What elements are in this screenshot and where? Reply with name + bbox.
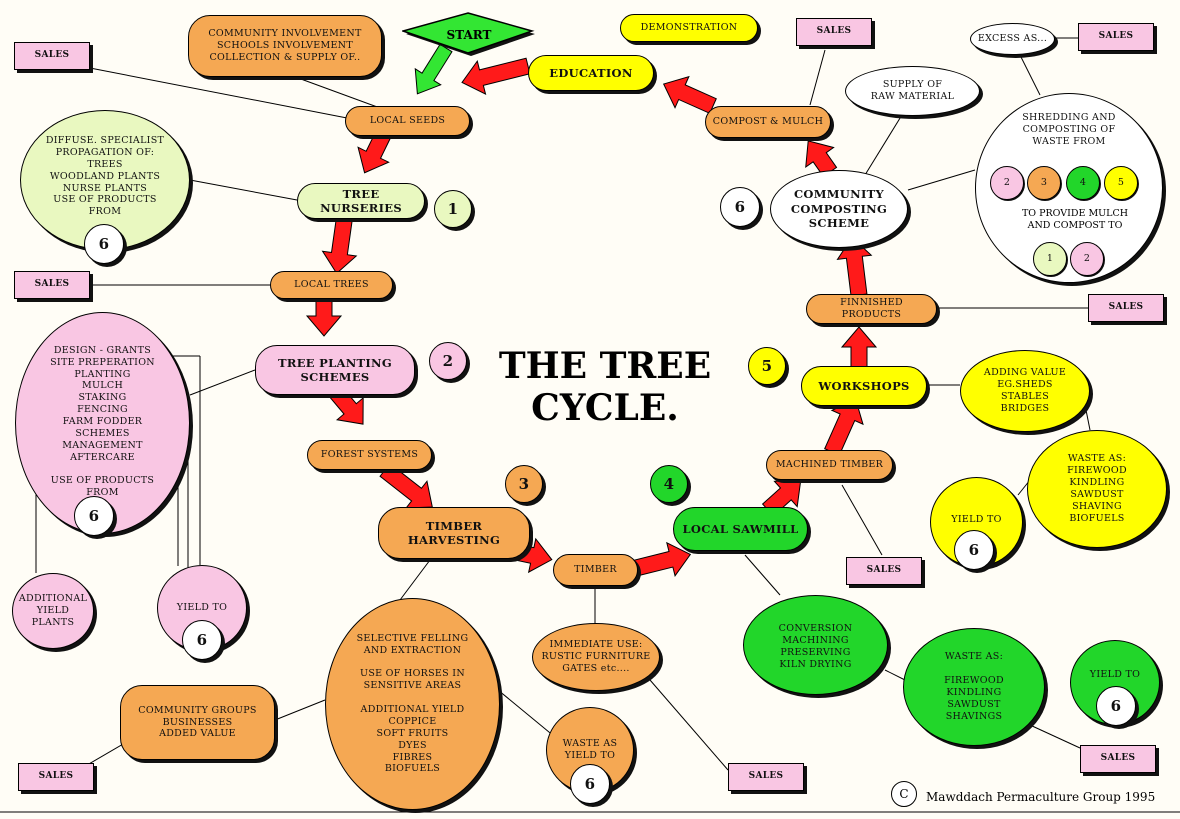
start-label: START (446, 28, 492, 42)
stage-two-badge: 2 (429, 342, 467, 380)
stage-three-badge: 3 (505, 465, 543, 503)
immediate-use-node: IMMEDIATE USE: RUSTIC FURNITURE GATES et… (532, 623, 660, 691)
mulch-target-one-badge: 1 (1033, 242, 1067, 276)
sales-box-immediate-use: SALES (728, 763, 804, 791)
waste-biofuels-node: WASTE AS: FIREWOOD KINDLING SAWDUST SHAV… (1027, 430, 1167, 548)
conversion-node: CONVERSION MACHINING PRESERVING KILN DRY… (743, 595, 888, 695)
diagram-title: THE TREE CYCLE. (498, 345, 712, 430)
community-involvement-node: COMMUNITY INVOLVEMENT SCHOOLS INVOLVEMEN… (188, 15, 382, 77)
sales-box-compost: SALES (796, 18, 872, 46)
shredding-label: SHREDDING AND COMPOSTING OF WASTE FROM (1022, 112, 1116, 147)
tree-nurseries-node: TREE NURSERIES (297, 183, 425, 219)
sawmill-six-badge: 6 (1096, 686, 1136, 726)
local-seeds-node: LOCAL SEEDS (345, 106, 470, 136)
supply-raw-material-node: SUPPLY OF RAW MATERIAL (845, 66, 980, 116)
sales-box-community-groups: SALES (18, 763, 94, 791)
waste-six-badge: 6 (570, 764, 610, 804)
education-node: EDUCATION (528, 55, 654, 91)
community-groups-node: COMMUNITY GROUPS BUSINESSES ADDED VALUE (120, 685, 275, 760)
waste-source-four-badge: 4 (1066, 166, 1100, 200)
stage-one-badge: 1 (434, 190, 472, 228)
workshops-six-badge: 6 (954, 530, 994, 570)
yield-to-six-badge: 6 (182, 620, 222, 660)
timber-node: TIMBER (553, 554, 638, 586)
sales-box-trees: SALES (14, 271, 90, 299)
sales-box-finnished-products: SALES (1088, 294, 1164, 322)
adding-value-node: ADDING VALUE EG.SHEDS STABLES BRIDGES (960, 350, 1090, 432)
credit-text: Mawddach Permaculture Group 1995 (926, 790, 1156, 804)
excess-node: EXCESS AS... (970, 23, 1055, 55)
machined-timber-node: MACHINED TIMBER (766, 450, 893, 480)
stage-four-badge: 4 (650, 465, 688, 503)
compost-six-badge: 6 (720, 187, 760, 227)
demonstration-node: DEMONSTRATION (620, 14, 758, 42)
composting-scheme-node: COMMUNITY COMPOSTING SCHEME (770, 170, 908, 248)
sales-box-machined-timber: SALES (846, 557, 922, 585)
finnished-products-node: FINNISHED PRODUCTS (806, 294, 937, 324)
design-six-badge: 6 (74, 496, 114, 536)
stage-five-badge: 5 (748, 347, 786, 385)
waste-source-three-badge: 3 (1027, 166, 1061, 200)
sales-box-seeds: SALES (14, 42, 90, 70)
waste-source-five-badge: 5 (1104, 166, 1138, 200)
selective-felling-node: SELECTIVE FELLING AND EXTRACTION USE OF … (325, 598, 500, 810)
compost-mulch-node: COMPOST & MULCH (705, 106, 831, 138)
waste-shavings-node: WASTE AS: FIREWOOD KINDLING SAWDUST SHAV… (903, 628, 1045, 746)
yield-six-badge: 6 (84, 224, 124, 264)
start-node: START (402, 12, 536, 64)
local-sawmill-node: LOCAL SAWMILL (673, 507, 808, 551)
sales-box-shavings: SALES (1080, 745, 1156, 773)
sales-box-excess: SALES (1078, 23, 1154, 51)
timber-harvesting-node: TIMBER HARVESTING (378, 507, 530, 559)
mulch-target-two-badge: 2 (1070, 242, 1104, 276)
tree-planting-node: TREE PLANTING SCHEMES (255, 345, 415, 395)
waste-source-two-badge: 2 (990, 166, 1024, 200)
local-trees-node: LOCAL TREES (270, 271, 393, 299)
provide-mulch-label: TO PROVIDE MULCH AND COMPOST TO (1021, 208, 1129, 231)
workshops-node: WORKSHOPS (801, 366, 927, 406)
additional-yield-plants-node: ADDITIONAL YIELD PLANTS (12, 573, 94, 649)
forest-systems-node: FOREST SYSTEMS (307, 440, 432, 470)
copyright-icon: C (891, 781, 917, 807)
